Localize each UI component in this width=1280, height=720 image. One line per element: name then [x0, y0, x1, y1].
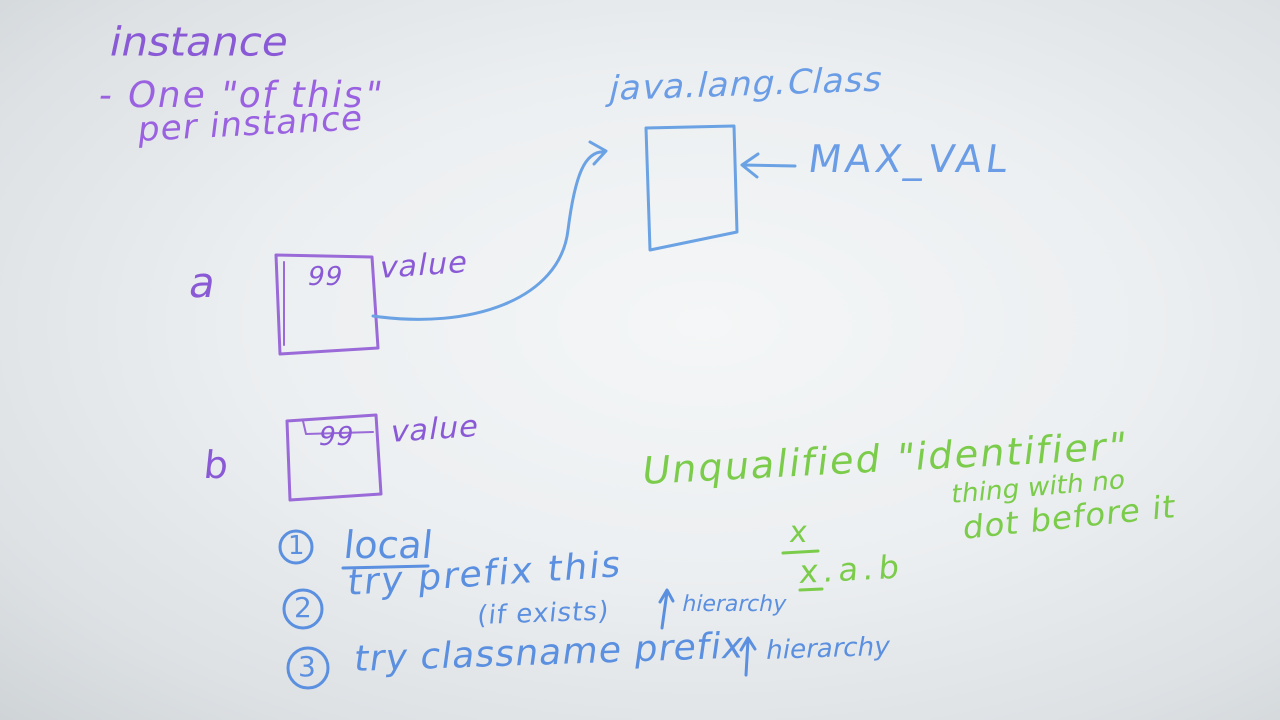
- var-b-box-value: 99: [315, 422, 358, 452]
- step-3-suffix: hierarchy: [763, 631, 893, 666]
- max-val-label: MAX_VAL: [805, 137, 1015, 181]
- step-1-number: 1: [288, 531, 305, 561]
- var-a-box-value: 99: [304, 262, 347, 292]
- local-underline: [341, 564, 430, 570]
- step-2-subtext: (if exists): [475, 596, 611, 631]
- box-b: [285, 413, 383, 502]
- pointer-a-to-class: [371, 140, 608, 321]
- var-a-field-label: value: [376, 245, 472, 286]
- box-b-inner: [302, 420, 374, 435]
- hierarchy-arrow-3: [739, 636, 757, 677]
- step-2-circle: [282, 588, 324, 630]
- x-underline-2: [798, 587, 824, 592]
- class-label: java.lang.Class: [605, 59, 888, 109]
- class-box: [644, 124, 739, 252]
- x-underline-1: [781, 549, 820, 555]
- step-3-number: 3: [298, 650, 316, 683]
- heading-title: instance: [105, 18, 294, 65]
- step-3-circle: [286, 646, 330, 690]
- max-val-arrow: [740, 152, 797, 179]
- note-example-1: x: [787, 515, 810, 550]
- step-2-suffix: hierarchy: [679, 592, 789, 617]
- hierarchy-arrow-2: [658, 588, 675, 630]
- var-b-field-label: value: [387, 409, 483, 450]
- step-2-number: 2: [294, 591, 312, 624]
- note-example-2: x.a.b: [797, 547, 906, 591]
- box-a: [274, 253, 380, 356]
- var-b-name: b: [201, 443, 231, 487]
- step-1-circle: [278, 529, 314, 565]
